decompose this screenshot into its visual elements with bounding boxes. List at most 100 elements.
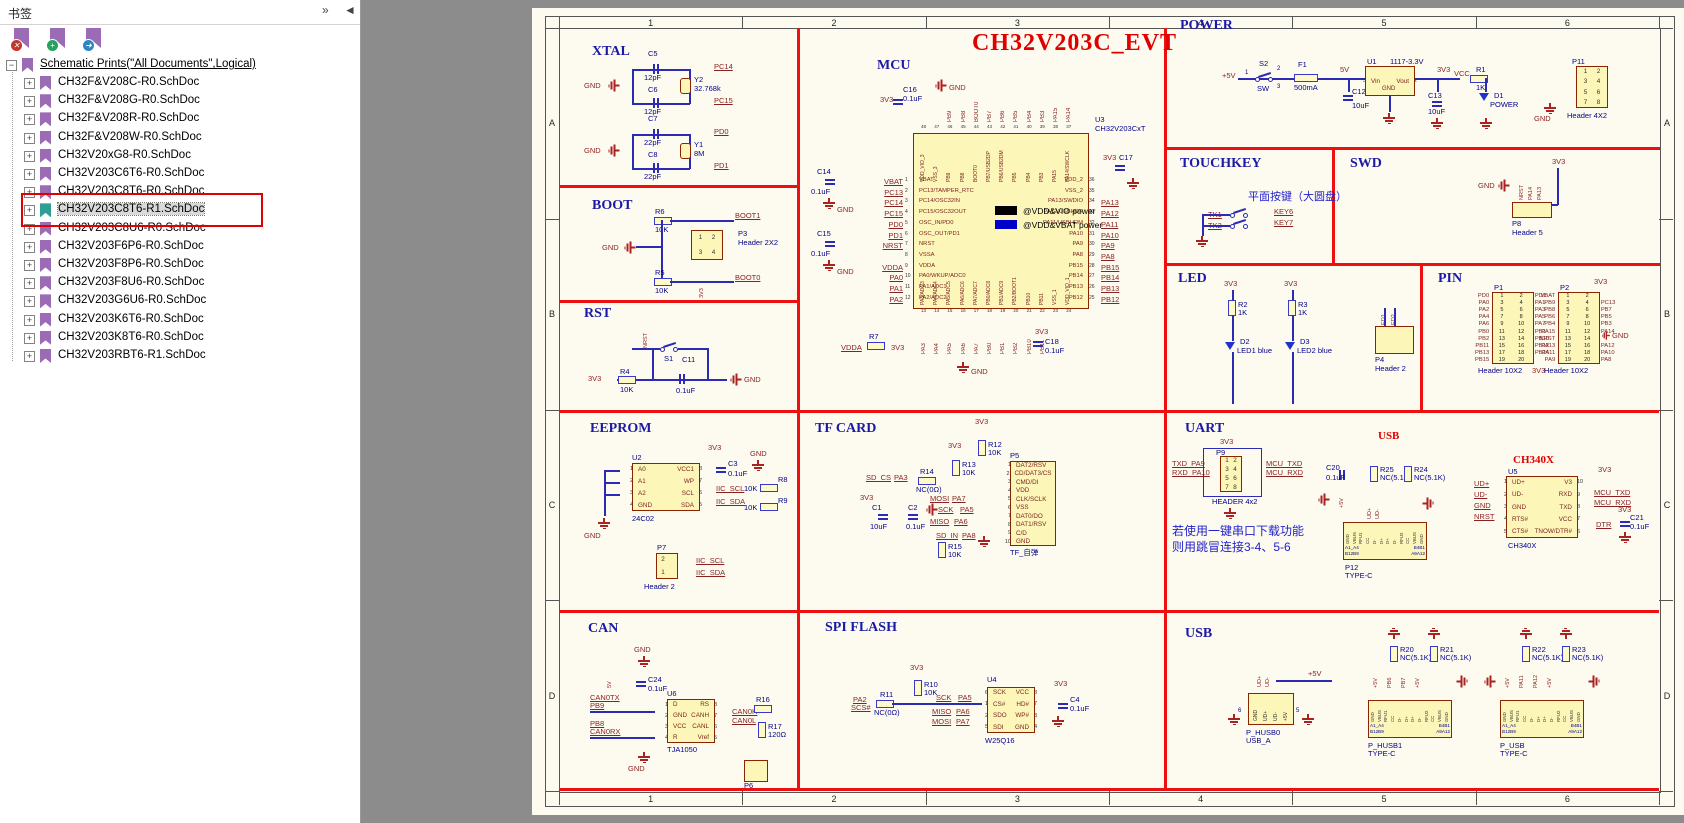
f: 3V3	[1103, 153, 1117, 162]
ebox[interactable]: +	[24, 332, 35, 344]
f: 0.1uF	[903, 94, 923, 103]
c2: 2	[1585, 292, 1589, 299]
c1: 13	[1564, 335, 1571, 342]
f: PA11/USBHDM	[1042, 219, 1083, 226]
value: NC(0Ω)	[916, 485, 942, 494]
ebox[interactable]: +	[24, 132, 35, 144]
delete-bookmark-icon[interactable]: ✕	[10, 25, 36, 52]
ebox[interactable]: +	[24, 314, 35, 326]
ebox[interactable]: +	[24, 96, 35, 108]
ebox[interactable]: +	[24, 278, 35, 290]
f: 35	[1089, 187, 1095, 194]
net-label: 3V3	[1618, 505, 1632, 514]
ebox[interactable]: −	[6, 60, 17, 71]
gnd-symbol	[1619, 532, 1631, 543]
ebox[interactable]: +	[24, 114, 35, 126]
f: @VDD&VIO power	[1023, 206, 1096, 216]
pnr: 4	[1034, 724, 1038, 731]
c2: 4	[1519, 299, 1523, 306]
nml: R	[673, 734, 678, 741]
ln: PB13	[1475, 350, 1490, 357]
net-label: TK1	[1208, 210, 1222, 219]
value: TYPE-C	[1500, 749, 1528, 758]
pnl: 5	[1007, 496, 1011, 503]
c2: 6	[1519, 307, 1523, 313]
tlabel: Schematic Prints("All Documents",Logical…	[40, 58, 256, 70]
pnl: 5	[1503, 528, 1507, 535]
net-label: 3V3	[699, 288, 705, 298]
net-label: 3V3	[860, 493, 874, 502]
nml: GND	[638, 501, 652, 509]
net-label: 5V	[1340, 65, 1350, 74]
ebox[interactable]: +	[24, 351, 35, 362]
f: 40	[1026, 124, 1032, 129]
f: A9A12	[1568, 729, 1582, 734]
gnd-symbol	[1052, 716, 1064, 727]
gnd-symbol	[752, 460, 764, 471]
ebox[interactable]: +	[24, 187, 35, 199]
resistor-symbol	[754, 705, 772, 713]
rn: PA7	[1534, 321, 1546, 328]
gnd-symbol	[1560, 628, 1572, 639]
header-p4	[1375, 326, 1414, 354]
section-title-touchkey: TOUCHKEY	[1180, 156, 1262, 171]
ebox[interactable]: +	[24, 205, 35, 217]
vt: +5V	[1373, 678, 1379, 688]
w	[1437, 78, 1439, 92]
ebox[interactable]: +	[24, 260, 35, 271]
resistor-symbol	[760, 503, 778, 511]
panel-expand-icon[interactable]: »	[322, 3, 329, 17]
f: PA1/ADC1	[919, 284, 947, 290]
f: PA1	[889, 284, 903, 293]
resistor-symbol	[618, 376, 636, 384]
bmk	[40, 76, 51, 90]
designator: P4	[1375, 355, 1385, 364]
vt: PB10	[1025, 292, 1032, 305]
vt: PB2	[1013, 342, 1020, 354]
c2: 18	[1584, 350, 1591, 357]
designator: R22	[1532, 645, 1546, 654]
bookmarks-title: 书签	[8, 7, 33, 21]
ebox[interactable]: +	[24, 223, 35, 235]
vt: D+	[1378, 538, 1384, 544]
capacitor-symbol	[908, 513, 918, 520]
nml: UD-	[1512, 491, 1524, 499]
add-bookmark-icon[interactable]: +	[46, 25, 72, 52]
designator: P1	[1494, 283, 1504, 292]
ln: VBAT	[1540, 292, 1556, 299]
ln: PA9	[1544, 357, 1556, 364]
ebox[interactable]: +	[24, 150, 35, 162]
ebox[interactable]: +	[24, 78, 35, 89]
f: PC15/OSC32OUT	[919, 209, 967, 216]
goto-bookmark-icon[interactable]: ➜	[82, 25, 108, 52]
tick	[559, 791, 560, 805]
nml: CMD/DI	[1016, 478, 1039, 486]
ebox[interactable]: +	[24, 169, 35, 180]
f: GND	[837, 205, 854, 214]
net-label: VCC	[1454, 69, 1470, 78]
nml: GND	[673, 712, 687, 719]
bmk	[40, 330, 51, 345]
panel-collapse-icon[interactable]: ◄	[344, 3, 356, 17]
divider-h4	[1164, 263, 1660, 266]
tick	[1659, 28, 1673, 29]
ebox[interactable]: +	[24, 296, 35, 308]
f: 36	[1089, 177, 1095, 183]
rn: PB12	[1534, 343, 1549, 350]
net-label: 3V3	[975, 417, 989, 426]
net-label: PA3	[894, 473, 908, 482]
nml: A1	[638, 477, 646, 485]
vt: GND	[1345, 534, 1350, 544]
f: PA13/SWDIO	[1047, 198, 1083, 205]
bmk	[40, 203, 51, 218]
nmr: RXD	[1558, 491, 1572, 499]
resistor-symbol	[654, 217, 672, 225]
gnd-symbol	[1224, 508, 1236, 519]
pnl: 4	[629, 502, 633, 508]
ebox[interactable]: +	[24, 241, 35, 253]
c1: 5	[1500, 307, 1504, 313]
